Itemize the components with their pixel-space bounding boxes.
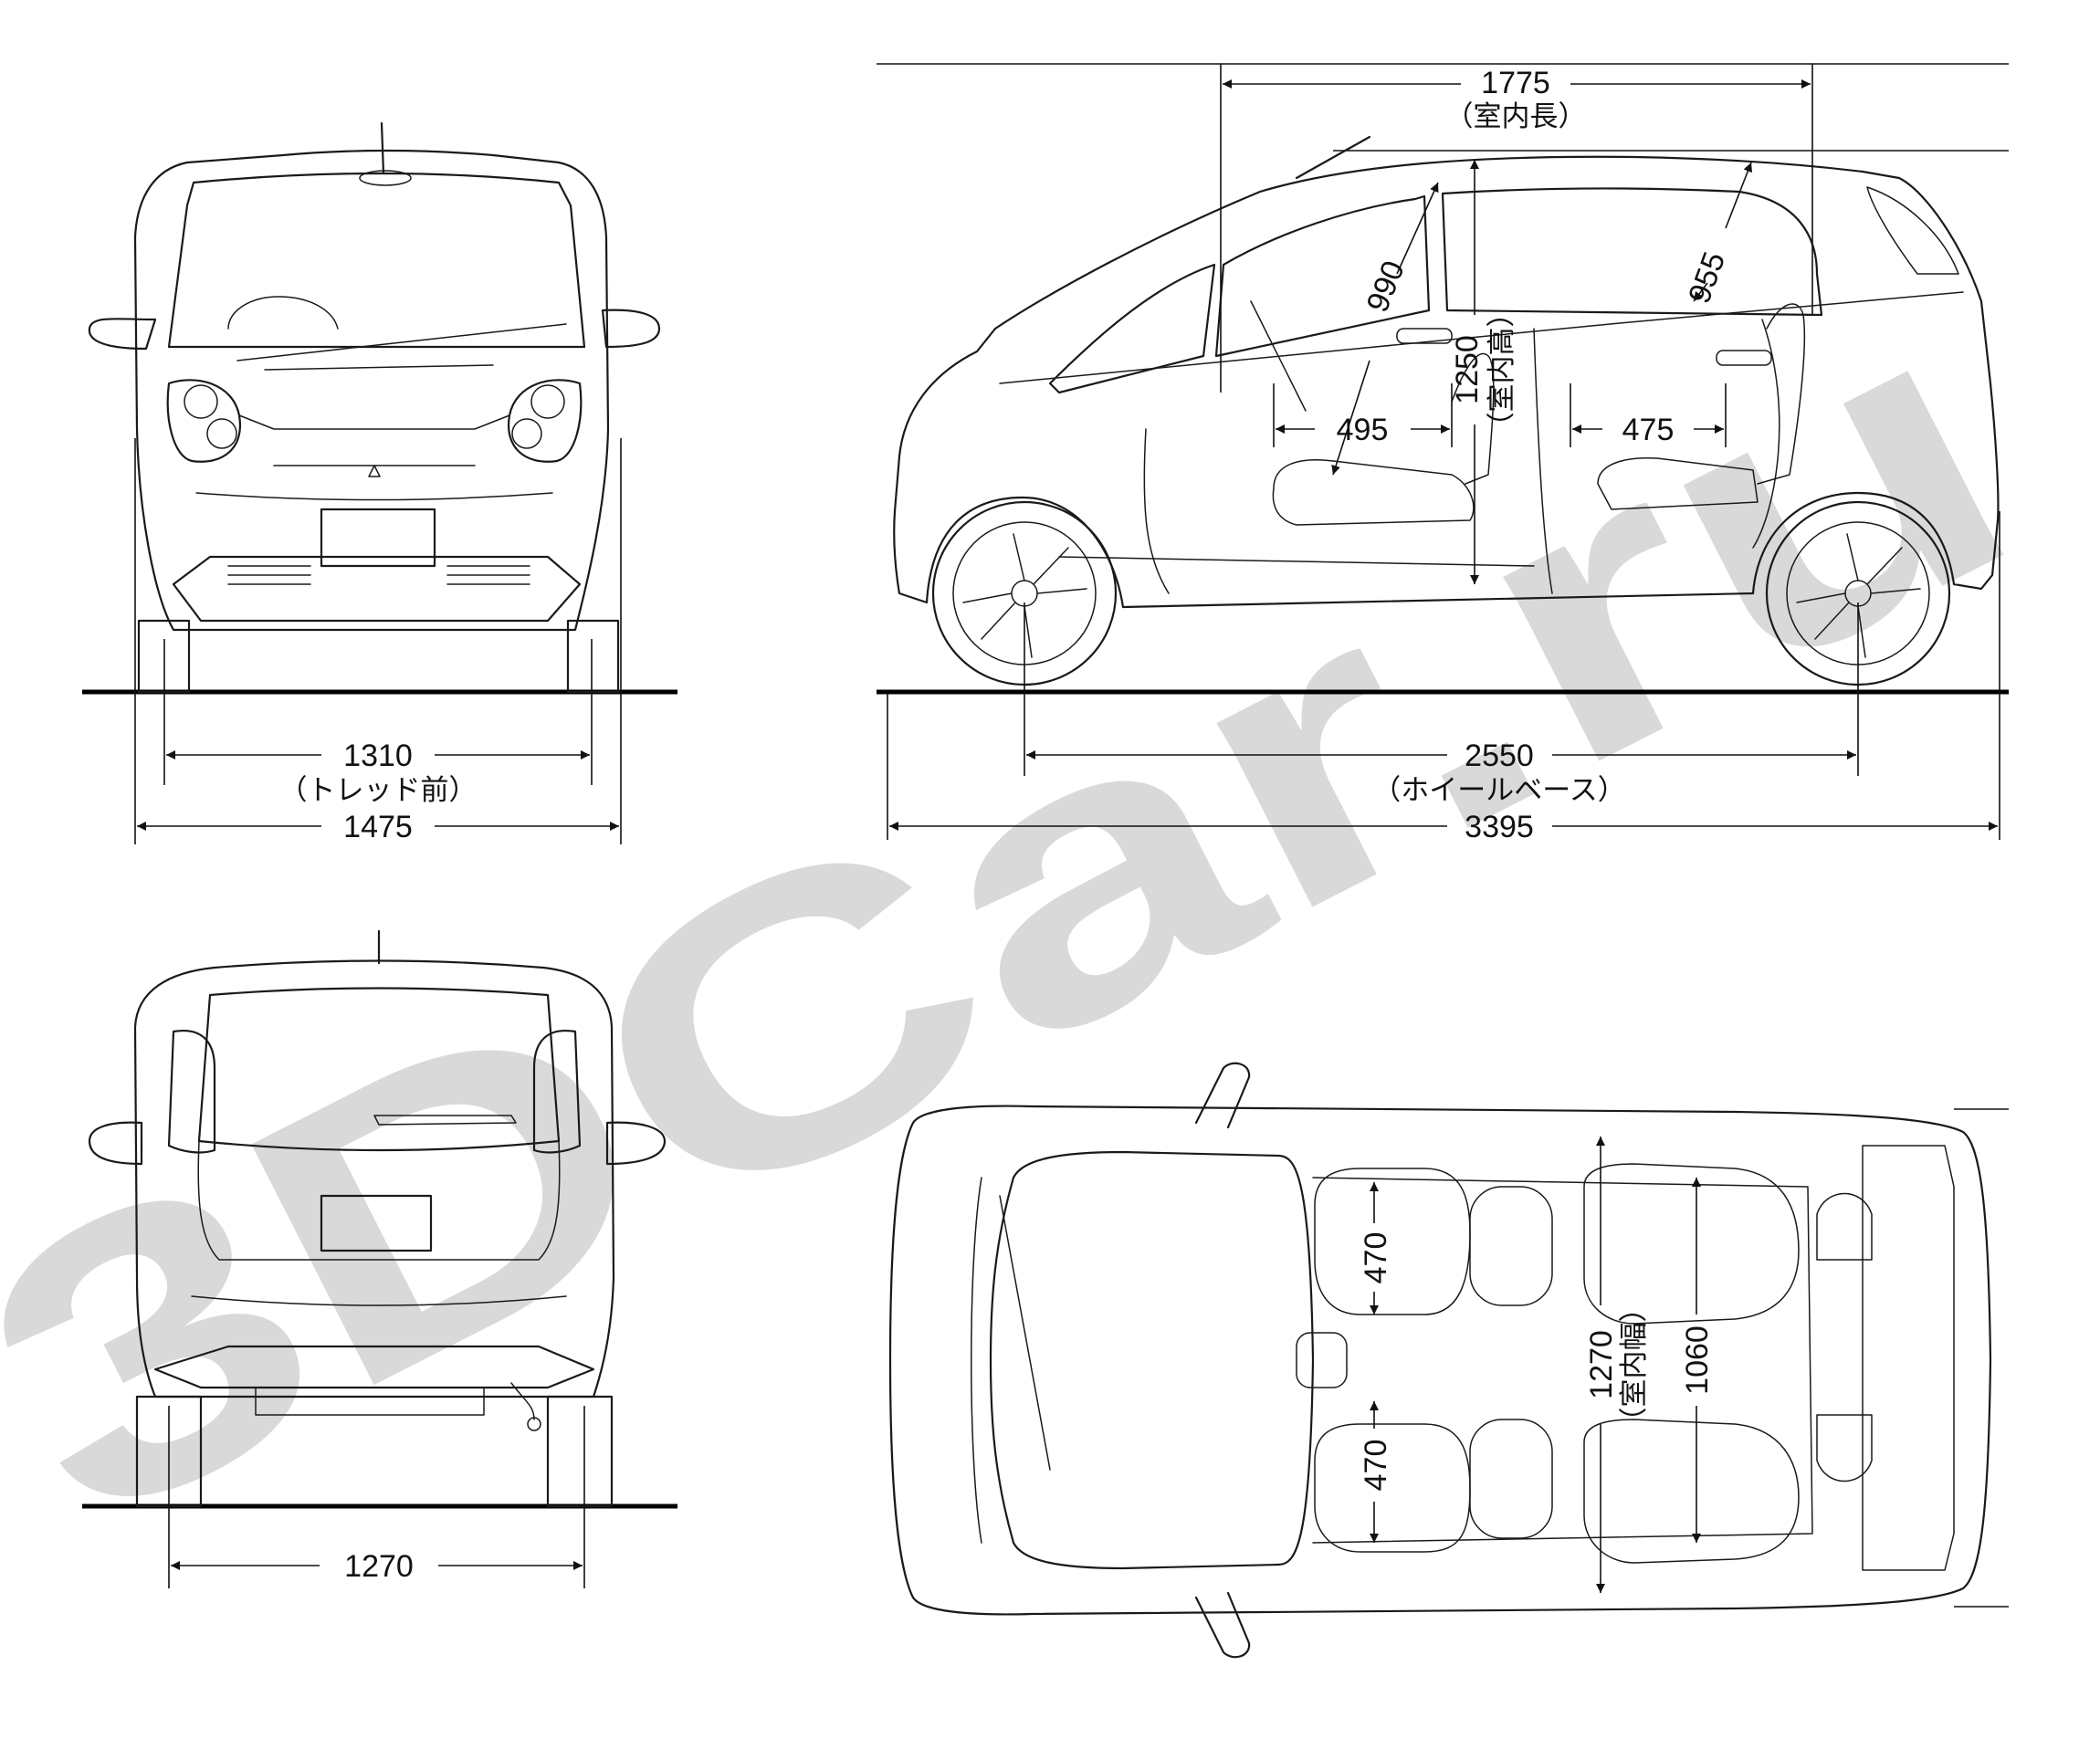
wheelbase-caption: （ホイールベース） bbox=[1372, 774, 1625, 806]
front-view: 1310 （トレッド前） 1475 bbox=[82, 121, 677, 844]
rear-cabin-width-dimension: 1060 bbox=[1680, 1325, 1715, 1395]
side-view: 1775 （室内長） 990 955 1250 （室内高） 495 475 25… bbox=[877, 63, 2009, 844]
tread-front-caption: （トレッド前） bbox=[279, 774, 478, 806]
rear-view: 1270 bbox=[82, 929, 677, 1588]
cabin-width-dimension: 1270 bbox=[1584, 1330, 1619, 1399]
cabin-height-dimension: 1250 bbox=[1450, 335, 1485, 404]
cabin-length-dimension: 1775 bbox=[1481, 66, 1550, 100]
tread-front-dimension: 1310 bbox=[343, 739, 413, 773]
watermark-text: 3DCar.ru bbox=[0, 224, 2073, 1608]
overall-width-dimension: 1475 bbox=[343, 810, 413, 844]
rear-seat-depth-dimension: 475 bbox=[1622, 413, 1675, 447]
top-view: 470 470 1270 （室内幅） 1060 bbox=[888, 1062, 2009, 1659]
front-seat-width-left-dimension: 470 bbox=[1359, 1232, 1393, 1284]
cabin-length-caption: （室内長） bbox=[1445, 100, 1587, 132]
cabin-width-caption: （室内幅） bbox=[1618, 1294, 1650, 1436]
overall-length-dimension: 3395 bbox=[1465, 810, 1534, 844]
front-headroom-dimension: 990 bbox=[1360, 256, 1412, 317]
cabin-height-caption: （室内高） bbox=[1486, 299, 1517, 441]
front-seat-depth-dimension: 495 bbox=[1337, 413, 1389, 447]
wheelbase-dimension: 2550 bbox=[1465, 739, 1534, 773]
tread-rear-dimension: 1270 bbox=[344, 1549, 414, 1584]
front-seat-width-right-dimension: 470 bbox=[1359, 1440, 1393, 1492]
